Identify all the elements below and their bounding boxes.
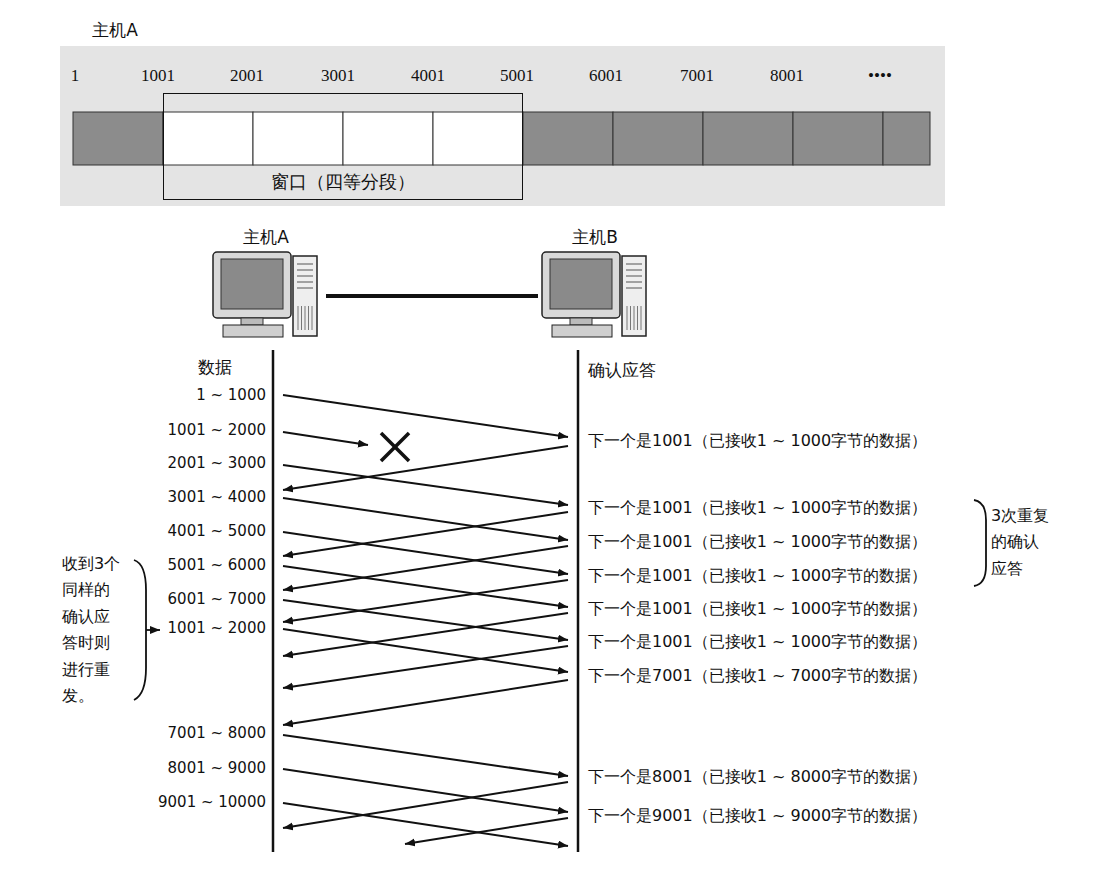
computer-icon [211,250,321,342]
byte-offset: 8001 [770,62,804,90]
host-computer: 主机B [538,226,652,344]
data-range: 1 ~ 1000 [196,383,266,408]
byte-offset: •••• [868,62,892,90]
band-ground [60,46,945,206]
ack-text: 下一个是1001（已接收1 ~ 1000字节的数据） [588,428,927,454]
data-range: 8001 ~ 9000 [168,756,266,781]
window-label: 窗口（四等分段） [271,170,415,193]
data-range: 7001 ~ 8000 [168,721,266,746]
timeline [577,350,580,852]
byte-offset: 5001 [500,62,534,90]
sent-cell [73,112,163,165]
column-heading: 数据 [198,353,232,381]
byte-offset: 7001 [680,62,714,90]
byte-offset: 3001 [321,62,355,90]
data-range: 1001 ~ 2000 [168,418,266,443]
byte-offset: 4001 [411,62,445,90]
network-link [326,294,538,298]
host-heading: 主机A [92,16,138,44]
ack-arrows [283,446,568,844]
ack-text: 下一个是8001（已接收1 ~ 8000字节的数据） [588,764,927,790]
data-range: 6001 ~ 7000 [168,587,266,612]
ack-text: 下一个是1001（已接收1 ~ 1000字节的数据） [588,563,927,589]
data-range: 2001 ~ 3000 [168,451,266,476]
host-computer: 主机A [206,226,326,344]
window-box: 窗口（四等分段） [163,93,523,200]
bracket [134,560,146,700]
bracket [974,500,986,586]
window-cells [163,112,523,165]
byte-offset: 6001 [589,62,623,90]
data-range: 9001 ~ 10000 [158,790,266,815]
data-arrows [283,395,568,846]
bracket-pointer [146,629,160,631]
byte-offset: 2001 [230,62,264,90]
data-range: 1001 ~ 2000 [168,616,266,641]
timeline [272,350,275,852]
ack-text: 下一个是7001（已接收1 ~ 7000字节的数据） [588,663,927,689]
host-label: 主机B [572,226,618,248]
ack-text: 下一个是1001（已接收1 ~ 1000字节的数据） [588,495,927,521]
computer-icon [540,250,650,342]
byte-offset: 1001 [141,62,175,90]
data-range: 5001 ~ 6000 [168,553,266,578]
bracket-note: 收到3个同样的确认应答时则进行重发。 [62,551,124,709]
bracket-note: 3次重复的确认应答 [991,503,1053,582]
ack-text: 下一个是1001（已接收1 ~ 1000字节的数据） [588,629,927,655]
data-range: 3001 ~ 4000 [168,485,266,510]
data-range: 4001 ~ 5000 [168,519,266,544]
column-heading: 确认应答 [588,356,656,384]
unsent-cells [523,112,930,165]
loss-mark [381,433,409,461]
ack-text: 下一个是9001（已接收1 ~ 9000字节的数据） [588,803,927,829]
ack-text: 下一个是1001（已接收1 ~ 1000字节的数据） [588,529,927,555]
host-label: 主机A [243,226,289,248]
byte-offset: 1 [71,62,80,90]
ack-text: 下一个是1001（已接收1 ~ 1000字节的数据） [588,596,927,622]
